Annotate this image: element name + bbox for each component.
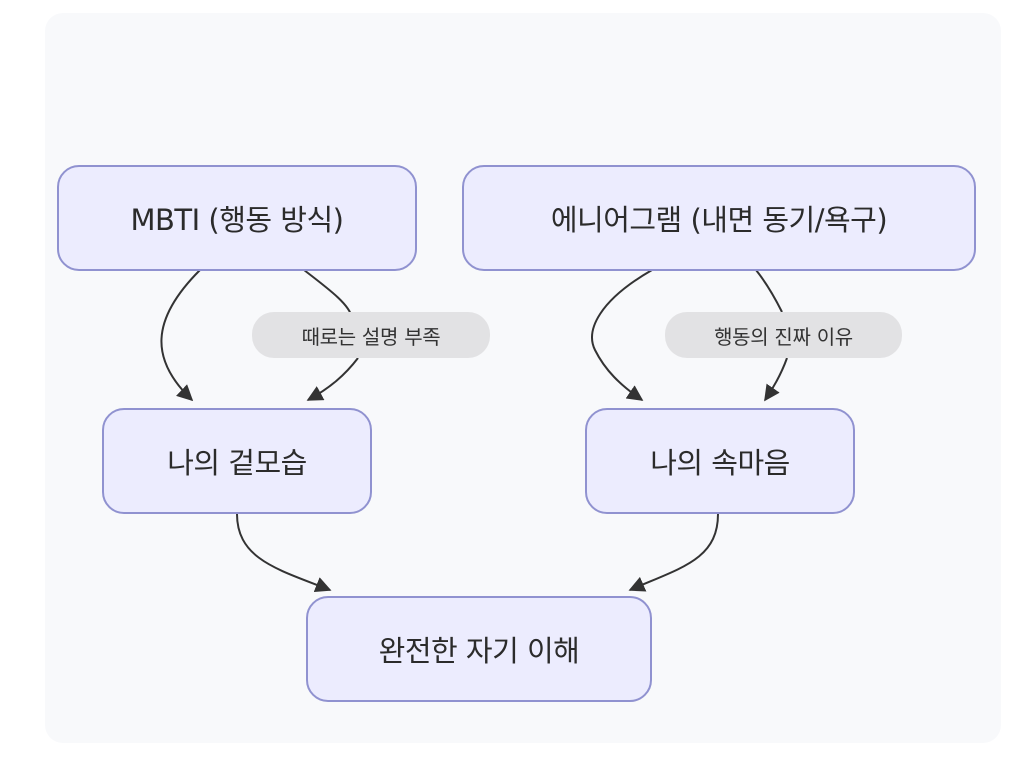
node-mbti-label: MBTI (행동 방식) [130,203,344,237]
node-enneagram: 에니어그램 (내면 동기/욕구) [462,165,976,271]
node-enneagram-label: 에니어그램 (내면 동기/욕구) [550,203,888,237]
edge-label-lacking-explanation-text: 때로는 설명 부족 [301,324,441,349]
node-whole-label: 완전한 자기 이해 [378,634,580,668]
node-whole-self-understanding: 완전한 자기 이해 [306,596,652,702]
edge-label-real-reason-text: 행동의 진짜 이유 [714,324,853,349]
node-outer-self-label: 나의 겉모습 [167,446,307,480]
node-mbti: MBTI (행동 방식) [57,165,417,271]
node-outer-self: 나의 겉모습 [102,408,372,514]
node-inner-self: 나의 속마음 [585,408,855,514]
node-inner-self-label: 나의 속마음 [650,446,790,480]
edge-label-real-reason: 행동의 진짜 이유 [665,312,902,358]
edge-label-lacking-explanation: 때로는 설명 부족 [252,312,490,358]
